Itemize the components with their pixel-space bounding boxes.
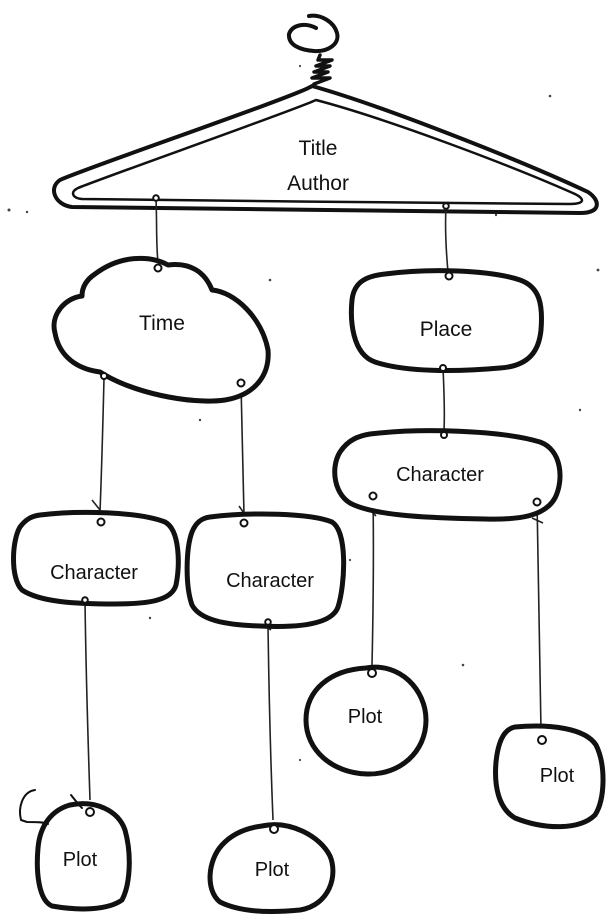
plot-3-label: Plot [348, 706, 383, 728]
plot-4-shape [493, 723, 606, 830]
hanger-body-outer [52, 84, 599, 215]
ring-character-right-top [440, 431, 448, 439]
string-tick-4 [531, 517, 544, 524]
plot-1-label: Plot [63, 849, 98, 871]
ring-time-bottom-right [236, 378, 246, 388]
character-right-node: Character [332, 428, 563, 522]
character-right-shape [332, 428, 563, 522]
ring-character-middle-bottom [264, 618, 272, 626]
place-node: Place [348, 268, 544, 373]
plot-1-scribble-tick [70, 794, 83, 809]
plot-1-shape [34, 801, 132, 912]
character-left-label: Character [50, 562, 138, 584]
string-character-right-plot-3 [371, 495, 375, 666]
hanger-body-inner [71, 98, 584, 206]
plot-2-node: Plot [207, 822, 336, 914]
hanger-title-label: Title [299, 137, 338, 160]
character-left-node: Character [11, 509, 181, 607]
ring-hanger-left [152, 194, 160, 202]
place-label: Place [420, 318, 473, 341]
plot-4-node: Plot [493, 723, 606, 830]
ring-plot-4-top [537, 735, 547, 745]
string-hanger-time [155, 199, 159, 263]
plot-1-scribble-bracket [19, 789, 49, 825]
character-left-shape [11, 509, 181, 607]
ring-plot-2-top [269, 824, 279, 834]
hanger: Title Author [52, 13, 599, 215]
ring-character-right-bottom-left [368, 491, 378, 501]
time-node: Time [51, 255, 271, 404]
ring-place-bottom [439, 364, 447, 372]
string-time-character-middle [240, 383, 245, 516]
ring-plot-1-top [85, 807, 95, 817]
character-middle-shape [184, 511, 347, 629]
string-tick-1 [91, 499, 101, 511]
character-middle-label: Character [226, 570, 314, 592]
plot-3-shape [303, 664, 429, 777]
string-place-character-right [442, 367, 446, 431]
plot-1-node: Plot [19, 789, 132, 912]
ring-character-middle-top [239, 518, 249, 528]
string-time-character-left [99, 377, 105, 513]
place-box-shape [348, 268, 544, 373]
ring-character-left-top [96, 517, 106, 527]
character-right-label: Character [396, 464, 484, 486]
hanger-author-label: Author [287, 172, 349, 195]
plot-2-label: Plot [255, 859, 290, 881]
ring-place-top [444, 271, 454, 281]
hanger-neck-coil [310, 53, 334, 86]
ring-time-top [153, 263, 163, 273]
ring-character-right-bottom-right [532, 497, 542, 507]
string-hanger-place [444, 205, 449, 273]
ring-time-bottom-left [100, 372, 108, 380]
ring-hanger-right [442, 202, 450, 210]
string-character-right-plot-4 [536, 499, 542, 731]
ring-plot-3-top [367, 668, 377, 678]
ring-character-left-bottom [81, 596, 89, 604]
character-middle-node: Character [184, 511, 347, 629]
time-cloud-shape [51, 255, 271, 404]
string-character-middle-plot-2 [267, 624, 274, 821]
hanger-hook [287, 13, 340, 54]
plot-2-shape [207, 822, 336, 914]
scan-specks [7, 64, 600, 762]
plot-3-node: Plot [303, 664, 429, 777]
time-label: Time [139, 312, 185, 335]
attachment-rings [81, 194, 547, 834]
strings [84, 199, 544, 821]
string-character-left-plot-1 [84, 599, 91, 801]
plot-4-label: Plot [540, 765, 575, 787]
